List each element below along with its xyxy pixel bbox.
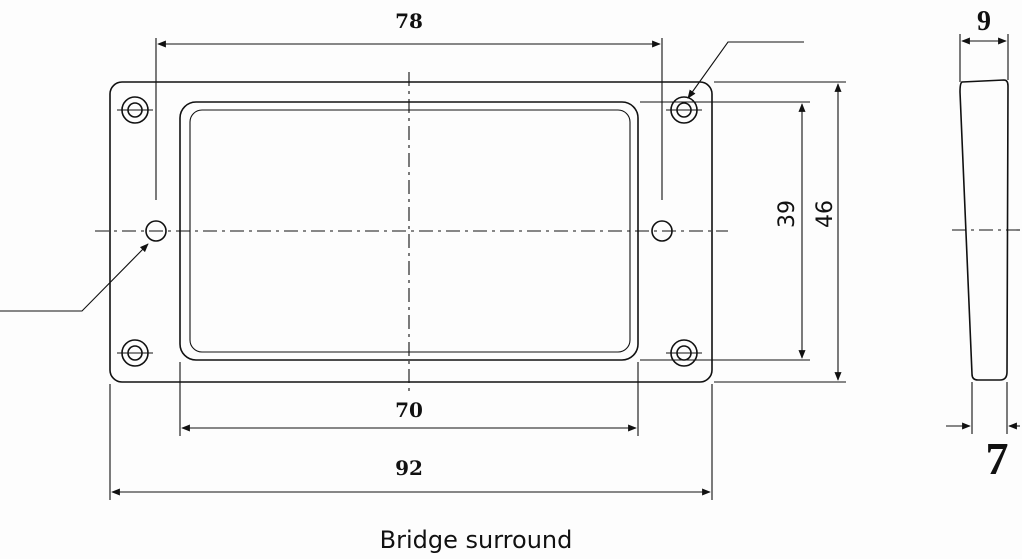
leader-line-top-right	[687, 41, 804, 99]
side-hole-left	[145, 220, 167, 242]
side-view: 9 7	[946, 6, 1020, 484]
dimension-92: 92	[109, 384, 713, 500]
front-view	[0, 41, 804, 392]
dimension-78: 78	[155, 9, 663, 200]
leader-line-left	[0, 243, 149, 312]
dimension-46: 46	[714, 81, 846, 383]
drawing-caption: Bridge surround	[379, 526, 573, 554]
outer-plate-outline	[109, 81, 713, 383]
dim-label-7: 7	[986, 433, 1009, 484]
side-profile-outline	[959, 79, 1009, 381]
corner-hole-top-left	[117, 96, 153, 124]
dim-label-70: 70	[395, 398, 423, 422]
corner-hole-top-right	[666, 96, 702, 124]
dim-label-46: 46	[813, 200, 838, 228]
dim-label-92: 92	[395, 456, 423, 480]
dim-label-9: 9	[977, 6, 991, 37]
dim-label-78: 78	[395, 9, 423, 33]
corner-hole-bottom-left	[117, 339, 153, 367]
dimension-39: 39	[640, 101, 810, 361]
corner-hole-bottom-right	[666, 339, 702, 367]
dim-label-39: 39	[775, 200, 800, 228]
side-hole-right	[651, 220, 673, 242]
dimension-70: 70	[179, 362, 639, 436]
